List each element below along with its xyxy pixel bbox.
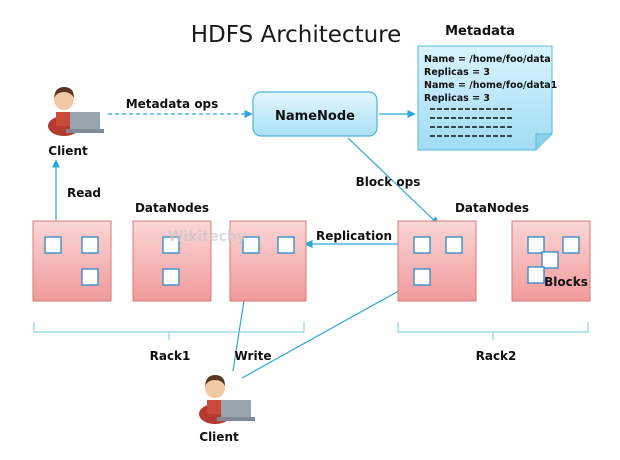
block-ops-arrow bbox=[347, 137, 440, 226]
metadata-ops-label: Metadata ops bbox=[126, 97, 219, 111]
metadata-note bbox=[417, 45, 553, 151]
block bbox=[562, 236, 580, 254]
right-datanodes-label: DataNodes bbox=[455, 201, 529, 215]
block bbox=[81, 268, 99, 286]
datanode-2 bbox=[132, 220, 212, 302]
client-to-rack2-arrow bbox=[241, 282, 415, 379]
rack2-label: Rack2 bbox=[476, 349, 517, 363]
datanode-1 bbox=[32, 220, 112, 302]
rack1-label: Rack1 bbox=[150, 349, 191, 363]
block-ops-label: Block ops bbox=[356, 175, 421, 189]
block bbox=[527, 236, 545, 254]
block bbox=[277, 236, 295, 254]
metadata-heading: Metadata bbox=[445, 24, 515, 39]
metadata-line-1: Name = /home/foo/data bbox=[424, 54, 551, 65]
block bbox=[445, 236, 463, 254]
metadata-placeholder-lines bbox=[430, 108, 514, 137]
top-client-label: Client bbox=[48, 144, 88, 158]
block bbox=[413, 236, 431, 254]
block bbox=[81, 236, 99, 254]
metadata-line-4: Replicas = 3 bbox=[424, 93, 490, 104]
replication-label: Replication bbox=[316, 229, 392, 243]
left-datanodes-label: DataNodes bbox=[135, 201, 209, 215]
namenode-label: NameNode bbox=[275, 109, 355, 124]
rack1-brace bbox=[33, 322, 305, 340]
top-client-icon bbox=[48, 87, 104, 136]
block bbox=[162, 268, 180, 286]
block bbox=[413, 268, 431, 286]
metadata-line-2: Replicas = 3 bbox=[424, 67, 490, 78]
write-label: Write bbox=[235, 349, 272, 363]
datanode-5 bbox=[511, 220, 591, 302]
blocks-label: Blocks bbox=[544, 275, 588, 289]
read-label: Read bbox=[67, 186, 101, 200]
bottom-client-label: Client bbox=[199, 430, 239, 444]
watermark: Wikitechy bbox=[168, 229, 246, 245]
block bbox=[541, 251, 559, 269]
datanode-4 bbox=[397, 220, 477, 302]
block bbox=[44, 236, 62, 254]
bottom-client-icon bbox=[199, 375, 255, 424]
diagram-title: HDFS Architecture bbox=[191, 22, 402, 48]
namenode-box bbox=[252, 91, 378, 137]
block bbox=[527, 266, 545, 284]
datanode-3 bbox=[229, 220, 307, 302]
metadata-line-3: Name = /home/foo/data1 bbox=[424, 80, 557, 91]
rack2-brace bbox=[397, 322, 589, 340]
block bbox=[162, 236, 180, 254]
block bbox=[242, 236, 260, 254]
